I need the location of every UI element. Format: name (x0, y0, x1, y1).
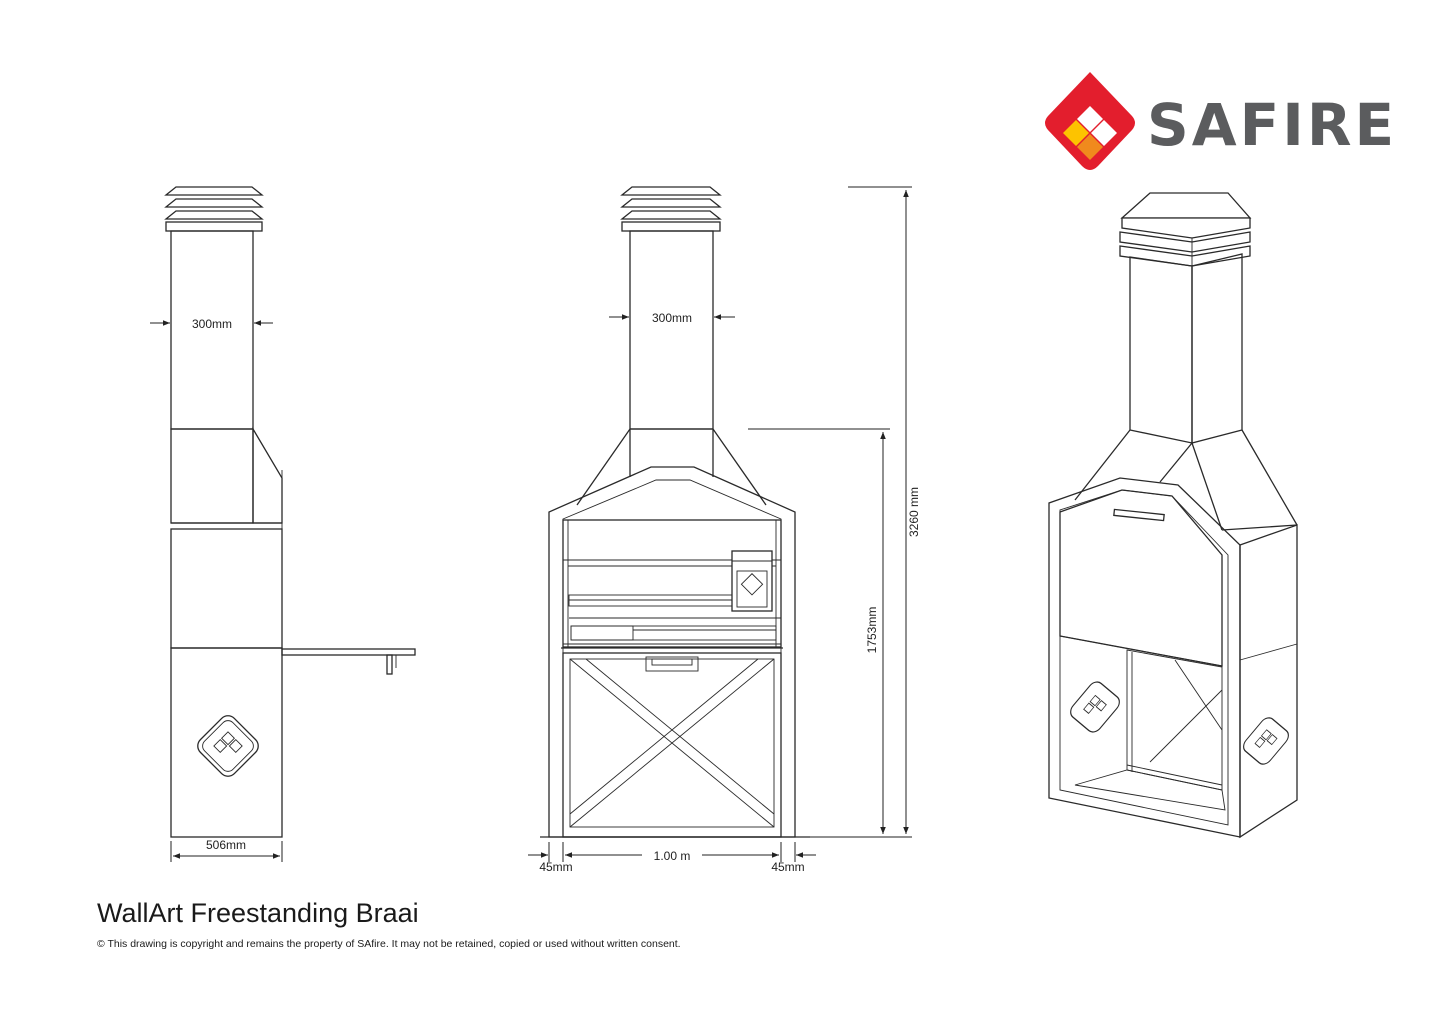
perspective-front-emblem-icon (1070, 681, 1120, 733)
copyright-notice: © This drawing is copyright and remains … (97, 938, 681, 950)
perspective-base-opening (1074, 649, 1226, 811)
side-flue-width-dimension: 300mm (150, 317, 273, 331)
perspective-side-emblem-icon (1243, 717, 1289, 765)
side-shelf (281, 648, 416, 675)
front-flue-width-label: 300mm (652, 311, 692, 325)
drawing-title: WallArt Freestanding Braai (97, 898, 419, 928)
brand-name: SAFIRE (1147, 91, 1398, 159)
front-overall-height-label: 3260 mm (907, 487, 921, 537)
front-flue (629, 230, 714, 430)
side-base (170, 647, 283, 838)
perspective-flue (1129, 253, 1243, 444)
perspective-hood (1074, 429, 1298, 531)
perspective-side-face (1239, 524, 1298, 839)
front-base-stand (562, 652, 782, 838)
front-hood (576, 428, 767, 506)
side-elevation-view: 300mm 506mm (150, 186, 416, 862)
front-cowl (620, 186, 722, 232)
perspective-view (1048, 192, 1298, 839)
side-depth-label: 506mm (206, 838, 246, 852)
front-overall-height-dimension: 3260 mm (810, 186, 921, 838)
side-cowl (164, 186, 264, 232)
side-flue-width-label: 300mm (192, 317, 232, 331)
front-brazier-icon (731, 550, 773, 612)
front-width-dimension: 1.00 m 45mm 45mm (528, 842, 816, 874)
side-body (170, 528, 283, 649)
front-hood-height-dimension: 1753mm (748, 428, 890, 834)
front-right-frame-label: 45mm (771, 860, 804, 874)
side-emblem-icon (197, 715, 259, 777)
safire-logo-icon (1045, 72, 1135, 170)
front-elevation-view: 300mm 3260 mm 1753mm (528, 186, 921, 874)
front-frame-outline (548, 466, 796, 838)
front-hood-height-label: 1753mm (865, 607, 879, 654)
front-width-label: 1.00 m (654, 849, 691, 863)
side-depth-dimension: 506mm (170, 838, 283, 862)
front-flue-width-dimension: 300mm (609, 311, 735, 325)
side-hood (170, 426, 283, 530)
front-left-frame-label: 45mm (539, 860, 572, 874)
perspective-cowl (1119, 192, 1252, 267)
